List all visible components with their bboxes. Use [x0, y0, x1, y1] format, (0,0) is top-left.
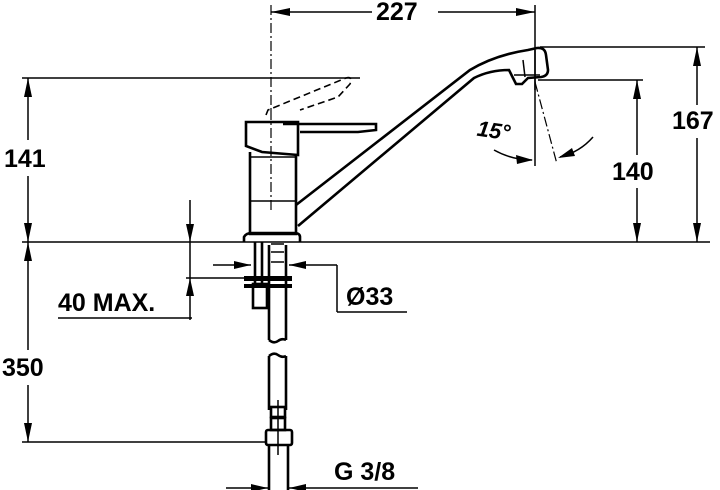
- dim-diameter-lines: [213, 261, 407, 313]
- dim-227-lines: [270, 5, 536, 110]
- dim-thread-lines: [226, 484, 418, 490]
- dim-167-lines: [540, 46, 705, 242]
- dim-141-lines: [22, 77, 360, 242]
- dim-40max-lines: [58, 200, 245, 320]
- dim-label-hole-diameter: Ø33: [346, 283, 394, 311]
- dim-label-reach: 227: [376, 0, 418, 26]
- dim-140-lines: [538, 79, 643, 242]
- angle-15-lines: [493, 50, 594, 166]
- faucet-body: [242, 46, 550, 242]
- dim-label-outlet-height: 140: [612, 158, 654, 186]
- dim-label-spout-angle: 15°: [475, 115, 512, 146]
- dim-label-deck-thickness: 40 MAX.: [58, 289, 156, 317]
- dim-350-lines: [22, 242, 266, 443]
- underdeck-fittings: [244, 242, 294, 490]
- dim-label-lever-height: 141: [4, 145, 46, 173]
- dim-label-total-height: 167: [672, 107, 714, 135]
- dim-label-hose-length: 350: [2, 354, 44, 382]
- dim-label-thread: G 3/8: [334, 458, 396, 486]
